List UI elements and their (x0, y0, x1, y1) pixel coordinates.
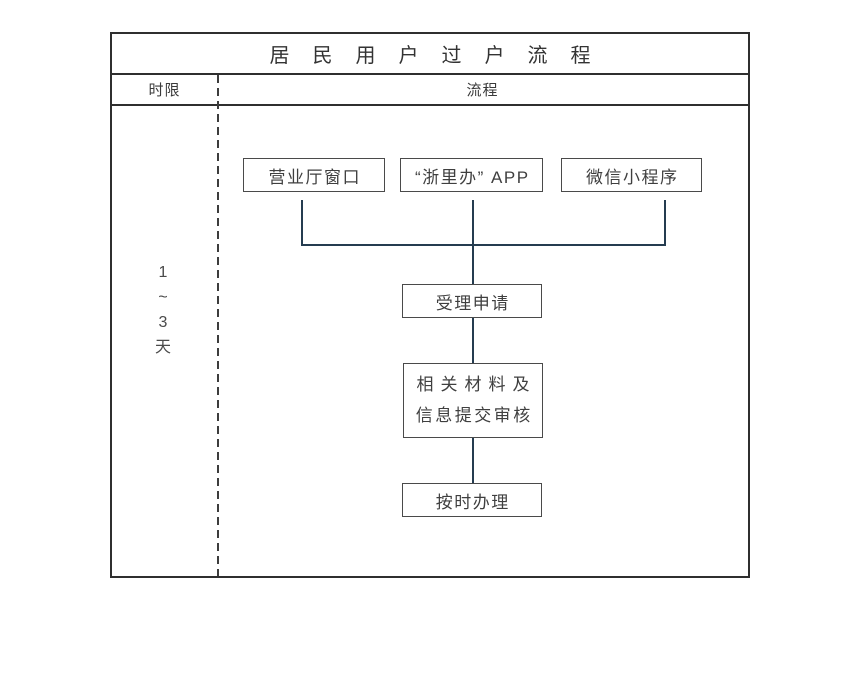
connector-line-left-stub (301, 200, 303, 246)
time-limit-line-3: 3 (158, 314, 168, 331)
channel-label: 微信小程序 (586, 167, 679, 187)
step-box-materials-review: 相关材料及 信息提交审核 (403, 363, 543, 438)
step-box-process-on-time: 按时办理 (402, 483, 542, 517)
channel-box-wechat-miniprogram: 微信小程序 (561, 158, 702, 192)
step-label: 按时办理 (435, 492, 510, 512)
time-limit-header: 时限 (148, 82, 181, 99)
time-limit-value: 1 ~ 3 天 (110, 260, 216, 360)
header-row: 时限 流程 (112, 75, 748, 106)
channel-label: 营业厅窗口 (268, 167, 361, 187)
channel-box-service-hall: 营业厅窗口 (243, 158, 385, 192)
time-limit-line-2: ~ (158, 289, 168, 306)
connector-line-materials-to-ontime (472, 438, 474, 484)
time-limit-line-1: 1 (158, 264, 168, 281)
channel-label: “浙里办” APP (414, 167, 530, 187)
process-header: 流程 (466, 82, 499, 99)
step-box-accept-application: 受理申请 (402, 284, 542, 318)
connector-line-center-stub (472, 200, 474, 284)
time-limit-line-4: 天 (154, 339, 171, 356)
connector-line-accept-to-materials (472, 317, 474, 364)
page-title: 居民用户过户流程 (269, 45, 614, 67)
step-label-line-2: 信息提交审核 (415, 406, 533, 425)
connector-line-merge-horizontal (301, 244, 666, 246)
step-label-line-1: 相关材料及 (416, 375, 537, 394)
connector-line-right-stub (664, 200, 666, 246)
column-divider-dashed-line (217, 75, 219, 576)
channel-box-zheliban-app: “浙里办” APP (400, 158, 543, 192)
step-label: 受理申请 (435, 293, 510, 313)
title-row: 居民用户过户流程 (112, 34, 748, 75)
